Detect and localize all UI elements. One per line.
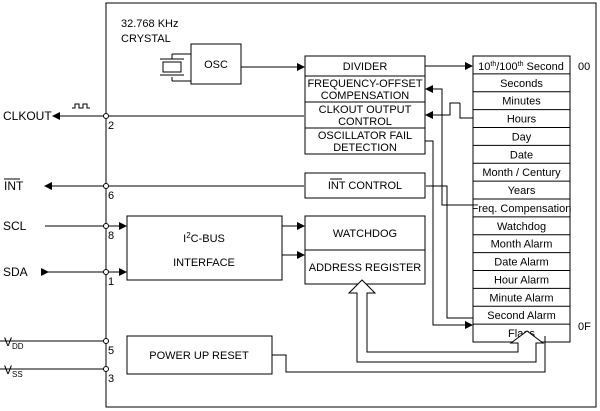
register-label: Second Alarm — [487, 310, 555, 322]
register-label: Hours — [507, 114, 537, 126]
clkout-control-label-1: CLKOUT OUTPUT — [319, 104, 412, 116]
int-control-block — [304, 172, 426, 199]
register-addr-first: 00 — [578, 61, 590, 73]
osc-fail-block — [304, 127, 426, 155]
register-label: Freq. Compensation — [472, 203, 572, 215]
divider-label: DIVIDER — [343, 61, 388, 73]
scl-pin-dot — [103, 223, 109, 229]
freq-comp-feedback-line — [425, 85, 473, 206]
osc-label: OSC — [204, 59, 228, 71]
scl-pin-label: SCL — [3, 219, 27, 233]
register-dividers — [473, 73, 570, 325]
crystal-label-line1: 32.768 KHz — [121, 18, 178, 30]
freq-offset-label-1: FREQUENCY-OFFSET — [307, 78, 422, 90]
clkout-control-block — [304, 101, 426, 129]
clkout-waveform-icon — [72, 103, 90, 109]
int-pin-number: 6 — [108, 190, 114, 202]
register-first-label: 10th/100th Second — [478, 61, 564, 73]
sda-pin-label: SDA — [3, 265, 28, 279]
power-up-reset-label: POWER UP RESET — [149, 350, 249, 362]
int-pin-dot — [103, 183, 109, 189]
register-label: Date — [510, 149, 533, 161]
crystal-label-line2: CRYSTAL — [121, 33, 171, 45]
register-label: Years — [508, 185, 536, 197]
reset-to-bus-line — [272, 336, 546, 373]
osc-fail-to-flags-line — [425, 140, 473, 329]
register-label: Hour Alarm — [494, 274, 549, 286]
register-label: Day — [512, 131, 532, 143]
address-bus-arrow — [347, 279, 545, 363]
i2c-bus-label: I2C-BUS — [183, 231, 225, 245]
clkout-pin-dot — [103, 113, 109, 119]
register-label: Minutes — [502, 96, 541, 108]
register-label: Seconds — [500, 78, 543, 90]
freq-offset-block — [304, 75, 426, 103]
vdd-pin-number: 5 — [108, 345, 114, 357]
vdd-pin-label: VDD — [4, 335, 24, 351]
register-label: Month / Century — [482, 167, 561, 179]
i2c-interface-block — [126, 215, 283, 281]
scl-pin-number: 8 — [108, 230, 114, 242]
osc-fail-label-1: OSCILLATOR FAIL — [318, 130, 412, 142]
clkout-control-label-2: CONTROL — [338, 116, 392, 128]
interface-label: INTERFACE — [173, 257, 235, 269]
osc-fail-label-2: DETECTION — [333, 142, 397, 154]
vdd-pin-dot — [103, 338, 109, 344]
int-control-label: INT CONTROL — [328, 180, 402, 192]
sda-pin-number: 1 — [108, 276, 114, 288]
watchdog-label: WATCHDOG — [333, 228, 397, 240]
address-register-label: ADDRESS REGISTER — [309, 262, 422, 274]
register-labels: 10th/100th Second SecondsMinutesHoursDay… — [472, 61, 572, 340]
flags-to-int-line — [426, 185, 473, 319]
watchdog-block — [304, 215, 426, 251]
register-label: Month Alarm — [491, 239, 553, 251]
clkout-feedback-line — [459, 103, 473, 119]
sda-pin-dot — [103, 269, 109, 275]
freq-offset-label-2: COMPENSATION — [321, 90, 409, 102]
register-label: Watchdog — [497, 221, 546, 233]
osc-block — [190, 43, 242, 85]
clkout-pin-number: 2 — [108, 120, 114, 132]
clkout-control-feedback-line — [425, 102, 460, 119]
clkout-pin-label: CLKOUT — [3, 109, 52, 123]
register-label: Date Alarm — [494, 257, 548, 269]
crystal-icon — [160, 53, 191, 82]
register-addr-last: 0F — [578, 321, 591, 333]
vss-pin-label: VSS — [4, 363, 23, 379]
register-label: Minute Alarm — [489, 292, 553, 304]
vss-pin-dot — [103, 366, 109, 372]
vss-pin-number: 3 — [108, 373, 114, 385]
int-pin-label: INT — [4, 179, 24, 193]
